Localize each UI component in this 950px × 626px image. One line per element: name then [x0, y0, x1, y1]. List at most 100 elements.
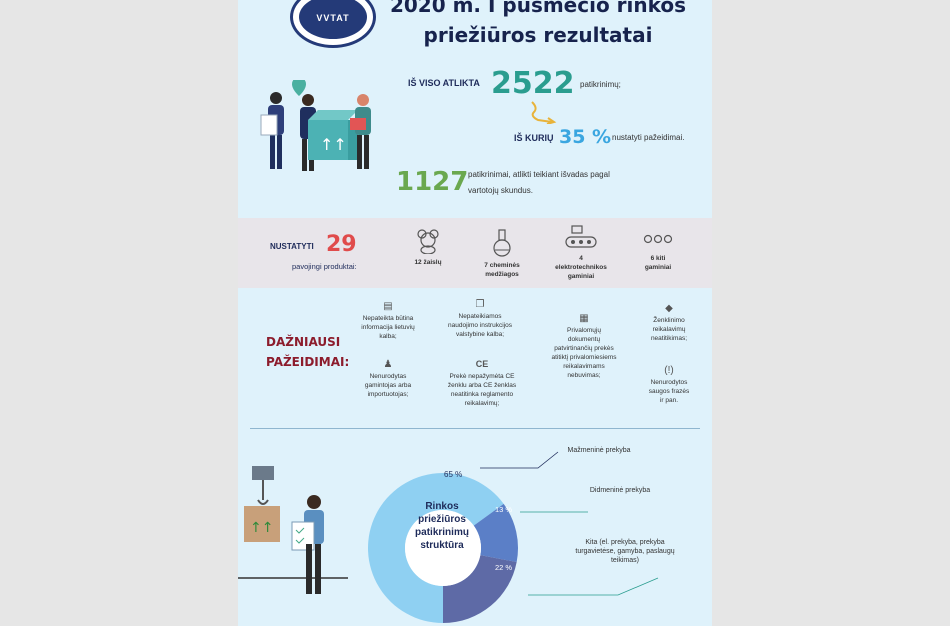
pie-chart [368, 473, 518, 623]
pie-center-line: struktūra [420, 540, 464, 551]
logo-text: VVTAT [316, 13, 350, 23]
dangerous-prefix: NUSTATYTI [270, 242, 314, 251]
dangerous-count: 29 [326, 232, 357, 257]
violation-line: ir pan. [659, 397, 679, 404]
product-electrical: 4 elektrotechnikos gaminiai [544, 224, 618, 281]
infographic: VVTAT 2020 m. I pusmečio rinkos priežiūr… [238, 0, 712, 626]
violation-percent: 35 % [559, 126, 612, 148]
inspectors-illustration: ↑↑ [260, 80, 371, 171]
flask-icon [493, 229, 511, 257]
legend-wholesale: Didmeninė prekyba [589, 487, 651, 494]
legend-other-line: turgavietėse, gamyba, paslaugų [575, 548, 675, 555]
violation-text: nustatyti pažeidimai. [612, 133, 685, 142]
total-prefix: IŠ VISO ATLIKTA [408, 78, 480, 88]
violation-line: Prekė nepažymėta CE [449, 373, 515, 380]
pie-center-line: patikrinimų [415, 527, 469, 538]
dots-icon [643, 234, 673, 244]
complaints-text-line-2: vartotojų skundus. [468, 186, 533, 195]
tag-icon: ◆ [665, 303, 673, 314]
pie-center-label: Rinkos priežiūros patikrinimų struktūra [392, 500, 492, 552]
total-value: 2522 [491, 66, 575, 101]
product-toys-label: 12 žaislų [414, 259, 442, 266]
violation-line: neatitikimas; [650, 335, 688, 342]
violation-line: ženklu arba CE ženklas [447, 382, 517, 389]
violation-item-instructions: ❐ Nepateikiamos naudojimo instrukcijos v… [434, 300, 526, 339]
violation-line: gamintojas arba [364, 382, 412, 389]
violation-line: informacija lietuvių [361, 324, 415, 331]
dangerous-label: pavojingi produktai: [292, 262, 357, 271]
page-title: 2020 m. I pusmečio rinkos priežiūros rez… [388, 0, 688, 50]
pie-center-line: priežiūros [418, 514, 466, 525]
violation-line: reikalavimų [652, 326, 686, 333]
total-suffix: patikrinimų; [580, 80, 621, 89]
violation-line: atitiktį privalomiesiems [551, 354, 617, 361]
product-electrical-line-1: 4 [579, 255, 583, 262]
teddy-bear-icon [417, 229, 439, 254]
pie-slice-1 [368, 473, 504, 623]
violation-line: Nenurodytos [650, 379, 688, 386]
ce-icon: CE [475, 359, 489, 369]
of-which-prefix: IŠ KURIŲ [514, 133, 554, 143]
legend-other: Kita (el. prekyba, prekyba turgavietėse,… [560, 538, 690, 565]
violation-line: naudojimo instrukcijos [448, 322, 512, 329]
certificate-icon: ▦ [579, 313, 589, 324]
pie-slice-2 [473, 503, 518, 563]
product-chemicals-line-1: 7 cheminės [484, 262, 520, 269]
violation-line: valstybine kalba; [455, 331, 505, 338]
violation-line: Ženklinimo [653, 317, 685, 324]
product-other: 6 kiti gaminiai [630, 232, 686, 272]
pie-center-line: Rinkos [425, 501, 459, 512]
violation-line: Nepateikiamos [458, 313, 502, 320]
violation-item-documents: ▦ Privalomųjų dokumentų patvirtinančių p… [538, 314, 630, 380]
violation-item-labelling: ◆ Ženklinimo reikalavimų neatitikimas; [634, 304, 704, 343]
vvtat-logo: VVTAT [290, 0, 376, 48]
product-chemicals: 7 cheminės medžiagos [470, 228, 534, 279]
slice-value-label: 22 % [495, 563, 513, 572]
legend-other-line: teikimas) [610, 557, 639, 564]
violation-item-manufacturer: ♟ Nenurodytas gamintojas arba importuoto… [348, 360, 428, 399]
violation-line: dokumentų [567, 336, 601, 343]
violation-line: nebuvimas; [567, 372, 601, 379]
warning-icon: (!) [664, 365, 674, 376]
violation-line: reikalavimų; [464, 400, 500, 407]
violation-line: kalba; [379, 333, 397, 340]
violations-heading-line-1: DAŽNIAUSI [266, 335, 341, 349]
product-toys: 12 žaislų [398, 228, 458, 267]
violation-line: reikalavimams [563, 363, 605, 370]
product-electrical-line-3: gaminiai [567, 273, 595, 280]
violation-line: Privalomųjų [567, 327, 601, 334]
violation-line: saugos frazės [648, 388, 690, 395]
slice-value-label: 65 % [444, 470, 463, 479]
conveyor-icon [565, 225, 597, 248]
complaints-text-line-1: patikrinimai, atlikti teikiant išvadas p… [468, 170, 610, 179]
violation-line: Nepateikta būtina [362, 315, 414, 322]
svg-text:↑↑: ↑↑ [250, 520, 273, 536]
product-other-line-1: 6 kiti [650, 255, 666, 262]
product-electrical-line-2: elektrotechnikos [555, 264, 607, 271]
violation-line: neatitinka reglamento [450, 391, 514, 398]
violation-line: patvirtinančių prekės [554, 345, 614, 352]
crane-inspector-illustration: ↑↑ [238, 466, 348, 594]
leader-lines [480, 451, 659, 596]
dangerous-products-band: NUSTATYTI 29 pavojingi produktai: 12 žai… [238, 218, 712, 288]
person-icon: ♟ [383, 359, 393, 370]
manual-icon: ❐ [475, 299, 485, 310]
svg-text:↑↑: ↑↑ [320, 135, 347, 154]
title-line-2: priežiūros rezultatai [423, 23, 653, 47]
pie-center [405, 510, 481, 586]
violation-line: importuotojas; [367, 391, 409, 398]
pie-slice-3 [443, 555, 517, 623]
title-line-1: 2020 m. I pusmečio rinkos [389, 0, 687, 17]
violation-item-language: ▤ Nepateikta būtina informacija lietuvių… [348, 302, 428, 341]
complaints-value: 1127 [396, 167, 469, 197]
violation-item-ce: CE Prekė nepažymėta CE ženklu arba CE že… [434, 360, 530, 408]
section-divider [250, 428, 700, 429]
violation-line: Nenurodytas [369, 373, 407, 380]
violation-item-safety: (!) Nenurodytos saugos frazės ir pan. [634, 366, 704, 405]
product-other-line-2: gaminiai [644, 264, 672, 271]
legend-retail: Mažmeninė prekyba [567, 447, 631, 454]
violations-heading-line-2: PAŽEIDIMAI: [266, 355, 350, 369]
violations-heading: DAŽNIAUSI PAŽEIDIMAI: [266, 332, 349, 372]
product-chemicals-line-2: medžiagos [485, 271, 519, 278]
legend-other-line: Kita (el. prekyba, prekyba [585, 539, 665, 546]
